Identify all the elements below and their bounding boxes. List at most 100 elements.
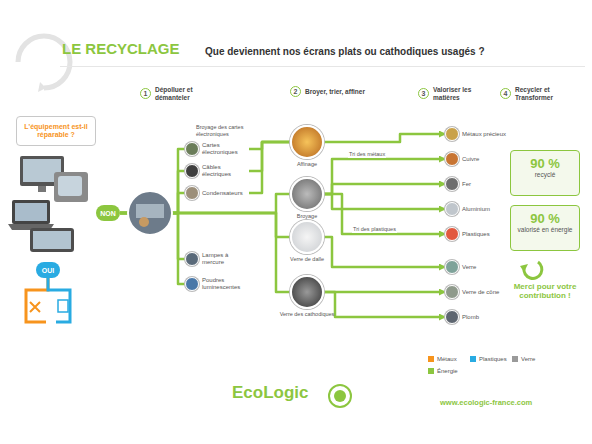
flow-connector	[324, 159, 445, 194]
node-text: L'équipement est-il réparable ?	[19, 123, 93, 139]
step-heading: 3 Valoriser les matières	[418, 86, 490, 101]
material-icon	[445, 285, 459, 299]
material-icon	[185, 186, 199, 200]
answer-badge: NON	[96, 205, 120, 221]
tv-screen	[30, 228, 74, 252]
material-item: Poudres luminescentes	[185, 275, 249, 293]
connector-label: Broyage des cartes électroniques	[195, 124, 259, 137]
answer-badge: OUI	[36, 262, 60, 278]
seal-core	[334, 390, 346, 402]
stat-value: 90 %	[511, 156, 579, 171]
crt-monitor	[54, 172, 88, 202]
step-heading: 2 Broyer, trier, affiner	[290, 86, 370, 97]
node-text: Dépolluer et démanteler	[155, 86, 220, 101]
flow-connector	[324, 184, 445, 194]
brand-logo: EcoLogic	[232, 383, 332, 403]
reuse-icon	[58, 300, 68, 312]
stat-box: 90 %valorisé en énergie	[510, 205, 580, 251]
flow-connector	[120, 213, 290, 292]
legend-swatch	[428, 368, 434, 374]
process-photo: Broyage	[290, 177, 324, 211]
stat-box: 90 %recyclé	[510, 150, 580, 196]
material-icon	[445, 127, 459, 141]
recycle-arrow	[520, 264, 528, 272]
step-number: 3	[418, 88, 429, 99]
connector-label: Tri des plastiques	[352, 226, 397, 233]
material-icon	[445, 177, 459, 191]
legend-entry: Métaux	[428, 356, 457, 362]
main-title: LE RECYCLAGE	[62, 40, 180, 57]
node-text: valorisé en énergie	[511, 226, 579, 234]
node-text: Cartes électroniques	[202, 142, 249, 156]
legend-entry: Verre	[512, 356, 535, 362]
legend-swatch	[470, 356, 476, 362]
material-item: Métaux précieux	[445, 125, 509, 143]
node-text: Broyage	[278, 213, 336, 220]
node-text: Valoriser les matières	[433, 86, 490, 101]
node-text: NON	[100, 210, 116, 217]
material-item: Verre de cône	[445, 283, 509, 301]
process-photo: Affinage	[290, 125, 324, 159]
step-number: 1	[140, 88, 151, 99]
material-item: Plomb	[445, 308, 509, 326]
node-text: Lampes à mercure	[202, 252, 249, 266]
material-item: Câbles électriques	[185, 162, 249, 180]
node-text: Aluminium	[462, 206, 490, 213]
tools-icon	[30, 302, 40, 312]
flow-connector	[324, 292, 445, 317]
node-text: Verre	[462, 264, 476, 271]
subtitle: Que deviennent nos écrans plats ou catho…	[205, 46, 585, 57]
flow-connector	[249, 142, 290, 193]
screens-illustration	[8, 156, 88, 252]
step-number: 2	[290, 86, 301, 97]
material-icon	[445, 227, 459, 241]
step-heading: 1 Dépolluer et démanteler	[140, 86, 220, 101]
node-text: Plomb	[462, 314, 479, 321]
quality-seal	[329, 385, 351, 407]
node-text: Fer	[462, 181, 471, 188]
material-item: Lampes à mercure	[185, 250, 249, 268]
thank-you-note: Merci pour votre contribution !	[505, 282, 585, 300]
node-text: Poudres luminescentes	[202, 277, 249, 291]
legend-text: Plastiques	[479, 356, 507, 362]
material-item: Condensateurs	[185, 184, 249, 202]
material-icon	[185, 277, 199, 291]
photo-detail	[136, 204, 164, 218]
material-icon	[185, 164, 199, 178]
flow-connector	[324, 194, 445, 234]
material-item: Verre	[445, 258, 509, 276]
screen-stand	[38, 186, 46, 192]
stat-value: 90 %	[511, 211, 579, 226]
dismantling-photo	[128, 191, 172, 235]
material-icon	[445, 152, 459, 166]
material-item: Cartes électroniques	[185, 140, 249, 158]
node-text: Cuivre	[462, 156, 479, 163]
material-item: Cuivre	[445, 150, 509, 168]
legend-entry: Énergie	[428, 368, 458, 374]
step-heading: 4 Recycler et Transformer	[500, 86, 584, 101]
flow-connector	[249, 142, 290, 171]
node-text: recyclé	[511, 171, 579, 179]
repair-bracket	[26, 278, 48, 322]
node-text: Plastiques	[462, 231, 490, 238]
laptop	[12, 200, 50, 224]
legend-text: Verre	[521, 356, 535, 362]
material-icon	[445, 310, 459, 324]
node-text: Broyer, trier, affiner	[305, 88, 365, 96]
process-photo: Verre de dalle	[290, 220, 324, 254]
step-number: 4	[500, 88, 511, 99]
material-icon	[445, 260, 459, 274]
node-text: Verre de cône	[462, 289, 499, 296]
node-text: Verre des cathodiques	[278, 311, 336, 318]
node-text: Recycler et Transformer	[515, 86, 584, 101]
legend-entry: Plastiques	[470, 356, 507, 362]
connector-label: Tri des métaux	[348, 151, 386, 158]
photo-detail	[139, 217, 149, 227]
material-icon	[185, 142, 199, 156]
material-item: Plastiques	[445, 225, 509, 243]
node-text: Affinage	[278, 161, 336, 168]
process-photo: Verre des cathodiques	[290, 275, 324, 309]
